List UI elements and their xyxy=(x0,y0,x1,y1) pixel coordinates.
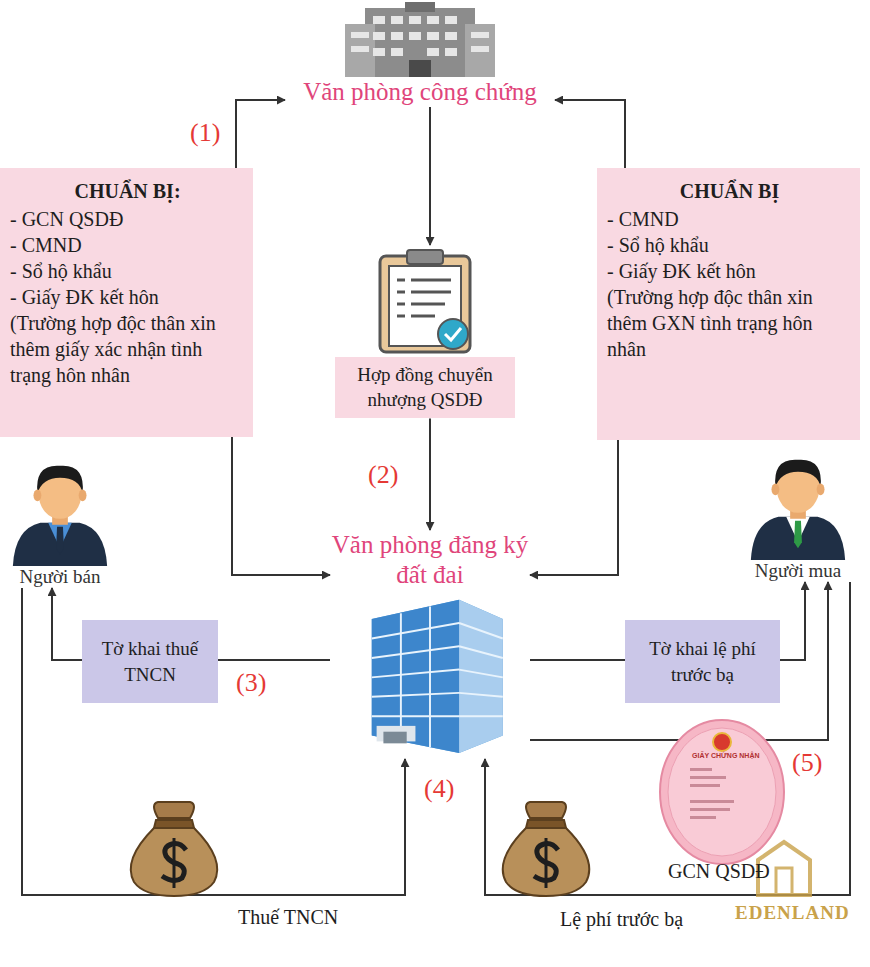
notary-office: Văn phòng công chứng xyxy=(285,2,555,107)
money-bag xyxy=(131,802,218,896)
certificate-image xyxy=(660,720,784,864)
callout-number: (2) xyxy=(368,460,398,490)
person-node: Người bán xyxy=(0,458,120,588)
connector-arrow xyxy=(555,100,625,168)
person-icon xyxy=(728,452,868,560)
checklist-item: - Sổ hộ khẩu xyxy=(10,258,245,284)
callout-number: (1) xyxy=(190,118,220,148)
form-text: Tờ khai thuế TNCN xyxy=(88,636,212,687)
building-icon xyxy=(285,2,555,77)
connector-arrow xyxy=(429,107,431,245)
box-heading: CHUẨN BỊ: xyxy=(10,178,245,204)
checklist-item: - GCN QSDĐ xyxy=(10,206,245,232)
checklist-item: - CMND xyxy=(607,206,852,232)
checklist-item: - Sổ hộ khẩu xyxy=(607,232,852,258)
edge-label: Thuế TNCN xyxy=(238,906,338,929)
edge-label: Lệ phí trước bạ xyxy=(560,908,683,931)
checklist-item: (Trường hợp độc thân xin thêm giấy xác n… xyxy=(10,310,245,388)
checklist-item: - Giấy ĐK kết hôn xyxy=(10,284,245,310)
callout-number: (4) xyxy=(424,774,454,804)
watermark: EDENLAND xyxy=(735,902,850,924)
office-title: Văn phòng đăng ký đất đai xyxy=(330,530,530,590)
land-office: Văn phòng đăng ký đất đai xyxy=(330,530,530,759)
form-text: Tờ khai lệ phí trước bạ xyxy=(631,636,774,687)
connector-arrow xyxy=(530,582,828,740)
building-icon xyxy=(330,590,530,755)
connector-arrow xyxy=(52,588,82,660)
contract-box: Hợp đồng chuyển nhượng QSDĐ xyxy=(335,357,515,418)
clipboard-icon xyxy=(335,245,515,357)
connector-arrow xyxy=(429,418,431,530)
connector-arrow xyxy=(236,100,285,168)
edge-label: GCN QSDĐ xyxy=(668,860,770,883)
checklist-item: - Giấy ĐK kết hôn xyxy=(607,258,852,284)
person-label: Người bán xyxy=(0,566,120,588)
person-label: Người mua xyxy=(728,560,868,582)
certificate-title: GIẤY CHỨNG NHẬN xyxy=(692,752,760,759)
connector-arrow xyxy=(232,437,330,575)
money-bag xyxy=(503,802,590,896)
form-box: Tờ khai lệ phí trước bạ xyxy=(625,620,780,703)
connector-arrow xyxy=(530,440,618,575)
person-node: Người mua xyxy=(728,452,868,582)
checklist-box: CHUẨN BỊ:- GCN QSDĐ- CMND- Sổ hộ khẩu- G… xyxy=(0,168,253,437)
contract-text: Hợp đồng chuyển nhượng QSDĐ xyxy=(343,363,507,412)
checklist-box: CHUẨN BỊ- CMND- Sổ hộ khẩu- Giấy ĐK kết … xyxy=(597,168,860,440)
connector-arrow xyxy=(218,659,330,661)
callout-number: (3) xyxy=(236,668,266,698)
connector-arrow xyxy=(780,582,805,660)
box-heading: CHUẨN BỊ xyxy=(607,178,852,204)
connector-arrow xyxy=(485,582,850,895)
person-icon xyxy=(0,458,120,566)
contract-node: Hợp đồng chuyển nhượng QSDĐ xyxy=(335,245,515,418)
checklist-item: (Trường hợp độc thân xin thêm GXN tình t… xyxy=(607,284,852,362)
form-box: Tờ khai thuế TNCN xyxy=(82,620,218,703)
checklist-item: - CMND xyxy=(10,232,245,258)
callout-number: (5) xyxy=(792,748,822,778)
connector-arrow xyxy=(22,588,405,895)
office-title: Văn phòng công chứng xyxy=(285,77,555,107)
connector-arrow xyxy=(530,659,625,661)
